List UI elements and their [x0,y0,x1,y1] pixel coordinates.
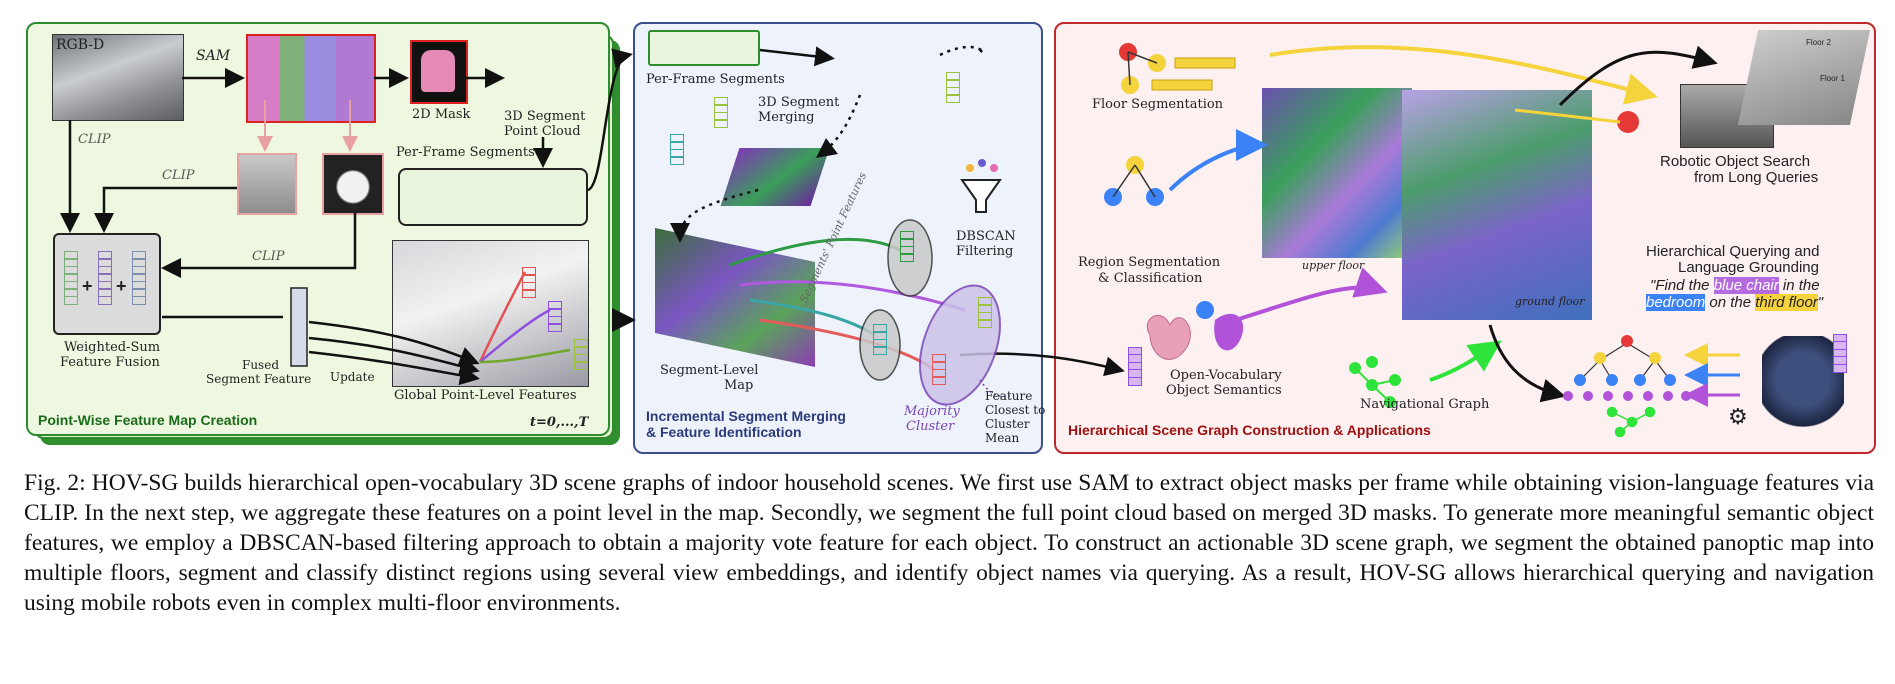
feature-vector-cluster-red [932,353,946,385]
segment-level-map-label-2: Map [724,378,754,393]
navigational-graph-label: Navigational Graph [1360,397,1490,412]
object-semantics-label-1: Open-Vocabulary [1170,368,1282,383]
per-frame-segments-label: Per-Frame Segments [396,145,535,160]
feature-vector-cluster-green [900,230,914,262]
feature-vector-cluster-lime [978,296,992,328]
ground-floor-map [1402,90,1592,320]
segment-merging-label-2: Merging [758,110,815,125]
query-highlight-bedroom: bedroom [1646,294,1706,311]
figure-caption: Fig. 2: HOV-SG builds hierarchical open-… [24,470,1874,616]
rgbd-label: RGB-D [56,37,105,53]
region-segmentation-label-1: Region Segmentation [1078,255,1221,270]
weighted-sum-label-2: Feature Fusion [60,355,160,370]
panel1-title: Point-Wise Feature Map Creation [38,412,258,428]
per-frame-segments-label-2: Per-Frame Segments [646,72,785,87]
segment-level-map-label-1: Segment-Level [660,363,759,378]
query-highlight-third-floor: third floor [1755,294,1818,311]
closest-feature-label-3: Cluster [985,417,1030,431]
clip-label-3: CLIP [252,249,285,264]
floor-1-label: Floor 1 [1820,74,1845,83]
closest-feature-label-4: Mean [985,431,1020,445]
gear-icon: ⚙ [1728,404,1748,429]
feature-vector-cluster-teal [873,323,887,355]
upper-floor-map [1262,88,1412,258]
region-segmentation-label-2: & Classification [1098,271,1203,286]
feature-vector-olive-2 [714,96,728,128]
ground-floor-label: ground floor [1515,295,1585,308]
fused-segment-feature-label-2: Segment Feature [206,372,312,386]
query-part-1: "Find the [1650,277,1714,294]
blue-chair-image [1762,336,1844,432]
query-text-line-1: "Find the blue chair in the [1650,277,1820,294]
fused-segment-feature-label-1: Fused [242,358,279,372]
query-text-line-2: bedroom on the third floor" [1646,294,1823,311]
feature-vector-blue [132,250,146,305]
feature-vector-lime [946,71,960,103]
mask-2d-image [410,40,468,104]
closest-feature-label-1: Feature [985,389,1033,403]
mask-2d-label: 2D Mask [412,107,471,122]
hierarchical-querying-label-1: Hierarchical Querying and [1646,243,1820,260]
segment-point-cloud-label-2: Point Cloud [504,124,581,139]
object-semantics-label-2: Object Semantics [1166,383,1282,398]
sam-label: SAM [196,48,231,64]
panel2-title-1: Incremental Segment Merging [646,408,846,424]
crop-chair-image-2 [322,153,384,215]
majority-cluster-label-2: Cluster [906,419,955,434]
clip-label-2: CLIP [162,168,195,183]
segment-merging-label-1: 3D Segment [758,95,840,110]
sam-output-image [246,34,376,123]
segment-point-cloud-label-1: 3D Segment [504,109,586,124]
query-part-2: in the [1778,277,1820,294]
time-range-label: t=0,...,T [530,415,589,430]
majority-cluster-label-1: Majority [904,404,960,419]
upper-floor-label: upper floor [1302,259,1365,272]
feature-vector-red [522,266,536,298]
panel2-title-2: & Feature Identification [646,424,802,440]
dbscan-label-1: DBSCAN [956,229,1016,244]
clip-label-1: CLIP [78,132,111,147]
per-frame-segments-stack [648,30,760,66]
feature-vector-query [1833,333,1847,373]
robot-search-label-1: Robotic Object Search [1660,153,1811,170]
update-label: Update [330,370,375,384]
feature-vector-purple [98,250,112,305]
plus-sign-1: + [82,276,93,296]
weighted-sum-label-1: Weighted-Sum [64,340,161,355]
hierarchical-querying-label-2: Language Grounding [1678,259,1819,276]
feature-vector-olive [574,338,588,370]
floor-segmentation-label: Floor Segmentation [1092,97,1224,112]
feature-vector-green [64,250,78,305]
closest-feature-label-2: Closest to [985,403,1046,417]
rgbd-image [52,34,184,121]
feature-vector-teal [670,133,684,165]
crop-chair-image-1 [237,153,297,215]
panel3-title: Hierarchical Scene Graph Construction & … [1068,422,1431,438]
query-part-4: " [1817,294,1824,311]
robot-search-label-2: from Long Queries [1694,169,1819,186]
dbscan-label-2: Filtering [956,244,1014,259]
floor-2-label: Floor 2 [1806,38,1831,47]
feature-vector-violet [548,300,562,332]
query-highlight-blue-chair: blue chair [1713,277,1779,294]
chair-mask-shape [421,50,455,92]
weighted-sum-fusion-box [53,233,161,335]
feature-vector-object [1128,346,1142,386]
plus-sign-2: + [116,276,127,296]
global-point-features-label: Global Point-Level Features [394,388,577,403]
query-part-3: on the [1705,294,1756,311]
per-frame-segments-box [398,168,588,226]
